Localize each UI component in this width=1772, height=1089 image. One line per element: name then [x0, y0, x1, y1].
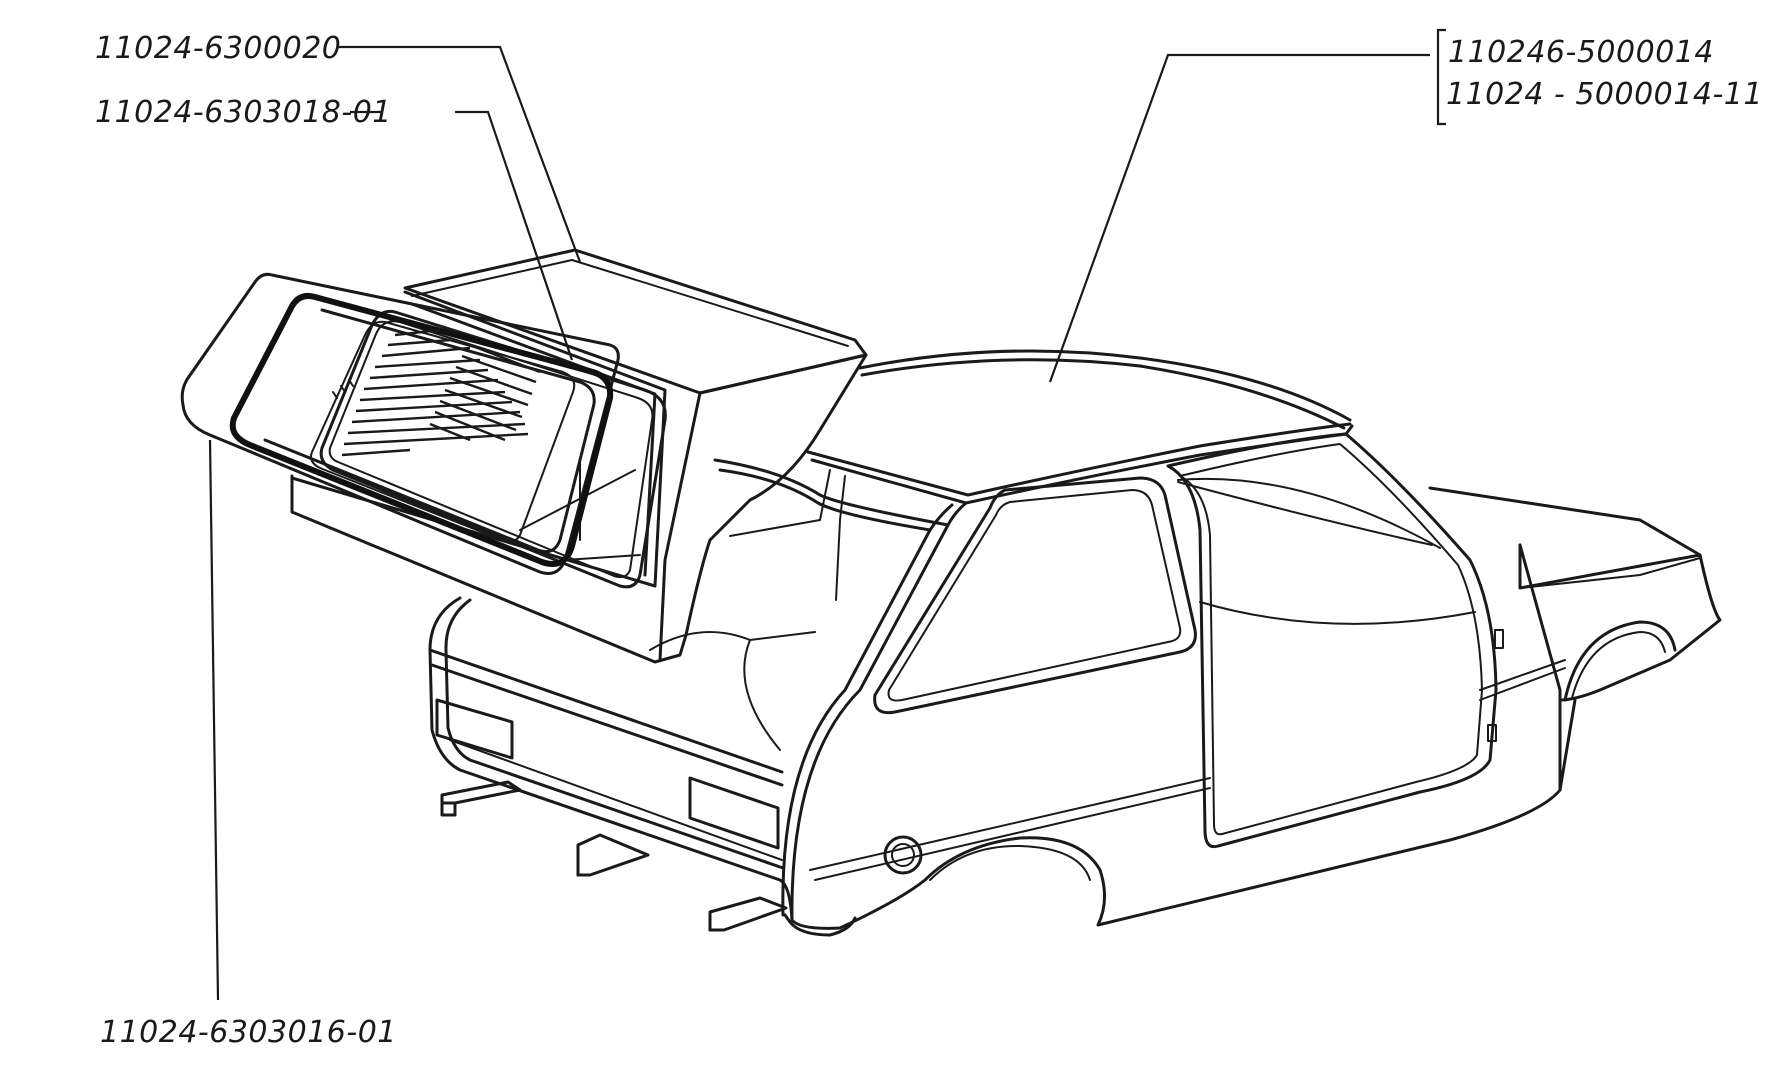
- leader-rear-glass: [208, 439, 220, 1001]
- label-rear-glass: 11024-6303016-01: [100, 1015, 397, 1050]
- label-body-variant-2: 11024 - 5000014-11: [1446, 77, 1763, 112]
- variant-bracket: [1436, 28, 1446, 126]
- leader-body: [1048, 53, 1430, 383]
- leader-rear-glass-seal: [455, 110, 574, 361]
- label-body-variant-1: 110246-5000014: [1448, 35, 1714, 70]
- rear-glass-assembly: [180, 272, 620, 575]
- car-body-shell: [428, 349, 1722, 937]
- label-rear-glass-seal: 11024-6303018-01: [95, 95, 392, 130]
- glass-hatching: [341, 328, 541, 457]
- label-tailgate: 11024-6300020: [95, 31, 341, 66]
- leader-tailgate: [338, 45, 582, 263]
